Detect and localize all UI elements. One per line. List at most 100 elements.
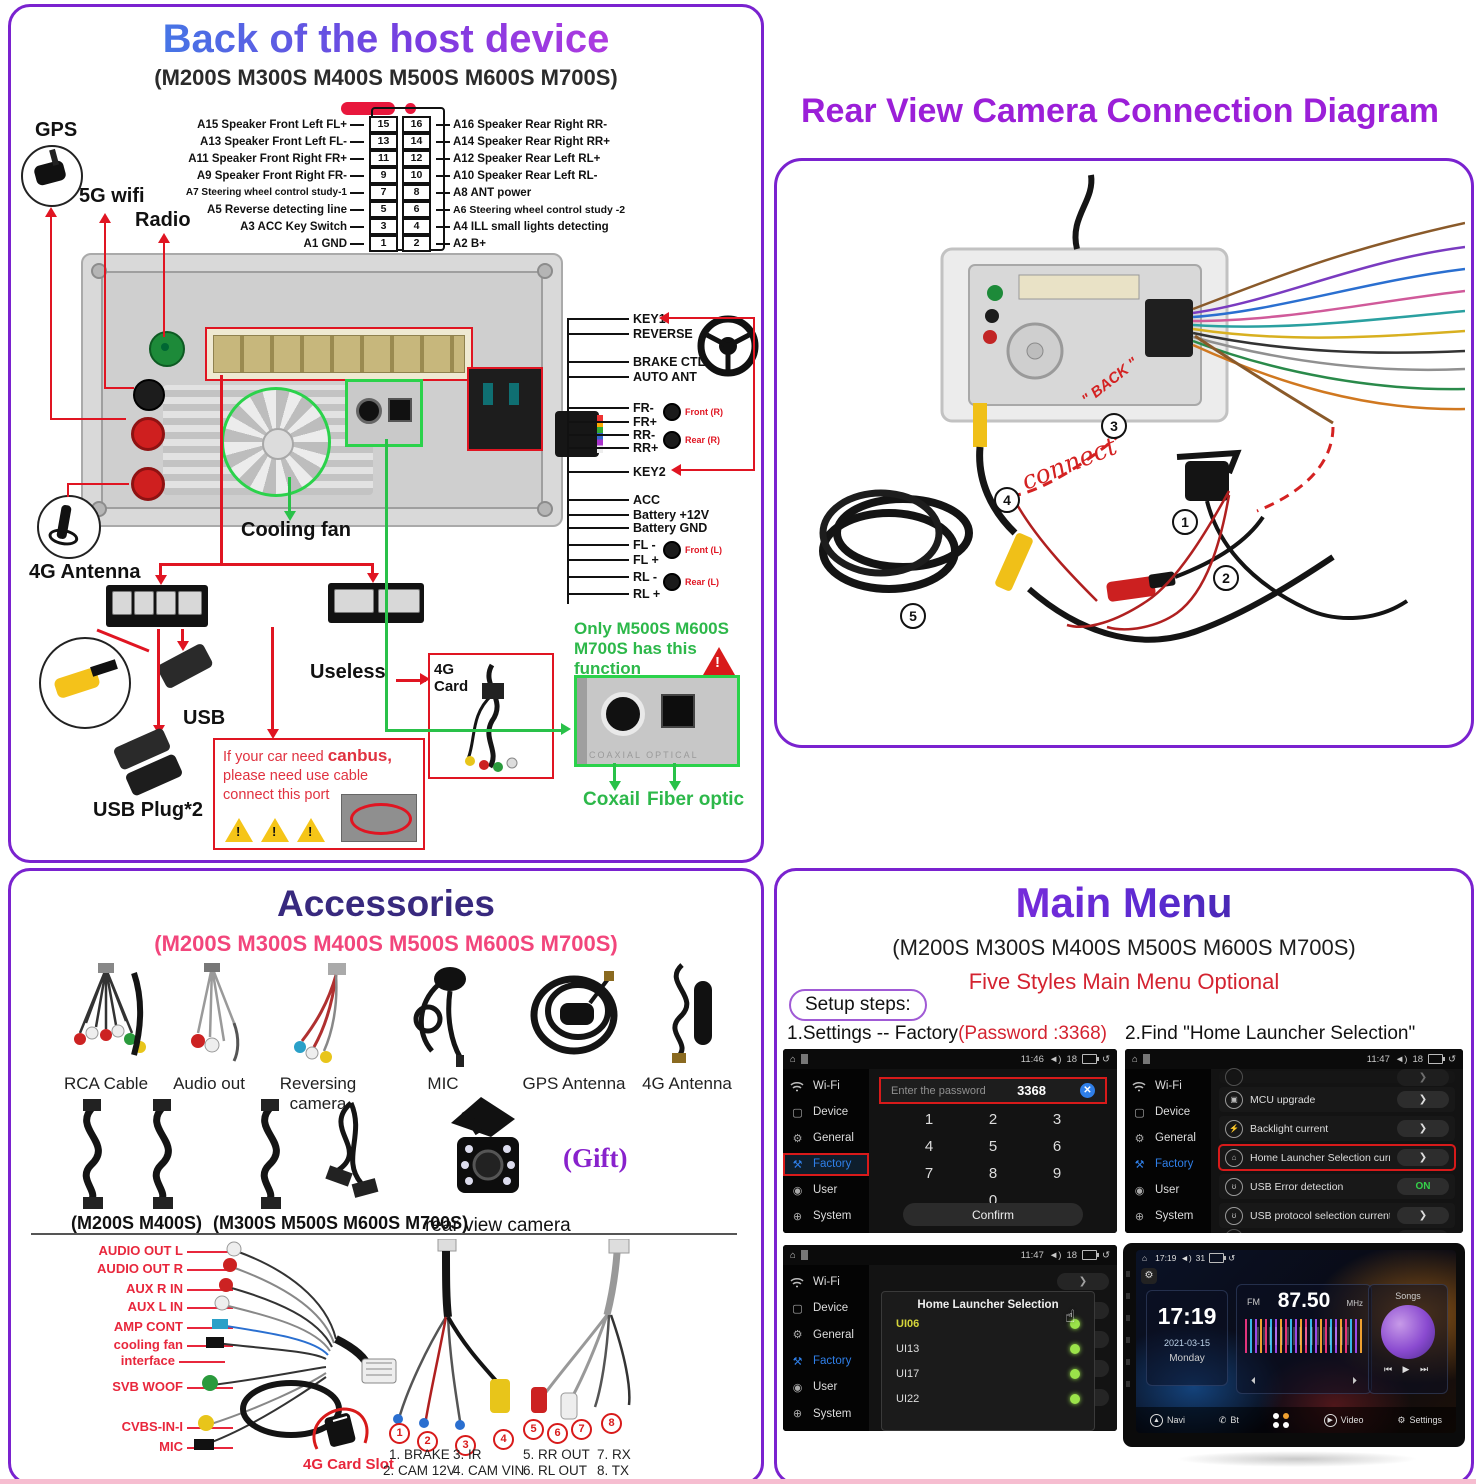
wifi-leader-line: [104, 387, 134, 389]
step1-caption: 1.Settings -- Factory(Password :3368): [787, 1023, 1107, 1045]
key-7[interactable]: 7: [924, 1165, 934, 1182]
playback-controls[interactable]: ⏮ ▶ ⏭: [1383, 1364, 1433, 1374]
sidebar-item-factory[interactable]: ⚒Factory: [783, 1350, 869, 1373]
4g-card-label-line2: Card: [434, 678, 469, 695]
sidebar-item-system[interactable]: ⊕System: [1125, 1205, 1211, 1228]
password-field[interactable]: Enter the password 3368 ✕: [879, 1077, 1107, 1104]
nav-apps[interactable]: [1272, 1412, 1290, 1428]
songs-widget[interactable]: Songs ⏮ ▶ ⏭: [1368, 1284, 1448, 1394]
tune-down-icon[interactable]: ⏴: [1251, 1376, 1256, 1387]
wire-row: FR-: [567, 401, 654, 415]
pin-right: A12 Speaker Rear Left RL+: [453, 152, 601, 165]
4g-card-label-line1: 4G: [434, 661, 455, 678]
sidebar-item-general[interactable]: ⚙General: [1125, 1127, 1211, 1150]
harness-arrow: [155, 575, 167, 585]
launcher-option-ui13[interactable]: UI13: [882, 1336, 1094, 1361]
sidebar-item-wifi[interactable]: Wi-Fi: [1125, 1075, 1211, 1098]
section-title: Back of the host device: [11, 17, 761, 62]
accessory-label: Reversing camera: [279, 1074, 357, 1113]
main-harness-socket-highlight: [205, 327, 473, 381]
radio-dot[interactable]: [1070, 1343, 1080, 1354]
gear-badge[interactable]: ⚙: [1141, 1268, 1157, 1284]
pin-left: A7 Steering wheel control study-1: [185, 187, 347, 198]
launcher-option-ui06[interactable]: UI06: [882, 1311, 1094, 1336]
sidebar-item-wifi[interactable]: Wi-Fi: [783, 1075, 869, 1098]
pin-left: A15 Speaker Front Left FL+: [197, 118, 347, 131]
wire-label: FL +: [633, 552, 659, 567]
sidebar-item-user[interactable]: ◉User: [1125, 1179, 1211, 1202]
section-rear-camera: " BACK " connect 3 4 1 2 5: [774, 158, 1474, 748]
item-icon: [1225, 1229, 1243, 1233]
key-6[interactable]: 6: [1052, 1138, 1062, 1155]
sidebar-item-general[interactable]: ⚙General: [783, 1127, 869, 1150]
nav-navi[interactable]: ▲Navi: [1150, 1413, 1185, 1427]
clear-icon[interactable]: ✕: [1080, 1083, 1095, 1098]
sidebar-item-user[interactable]: ◉User: [783, 1376, 869, 1399]
sidebar-item-device[interactable]: ▢Device: [1125, 1101, 1211, 1124]
key-4[interactable]: 4: [924, 1138, 934, 1155]
radio-widget[interactable]: FM 87.50 MHz ⏴ ⏵: [1236, 1284, 1372, 1394]
launcher-option-ui17[interactable]: UI17: [882, 1361, 1094, 1386]
sidebar-item-system[interactable]: ⊕System: [783, 1402, 869, 1425]
list-item-mcu-upgrade[interactable]: ▣MCU upgrade❯: [1219, 1087, 1455, 1112]
sidebar-item-factory[interactable]: ⚒Factory: [1125, 1153, 1211, 1176]
key-5[interactable]: 5: [988, 1138, 998, 1155]
pin-number: 2: [402, 235, 431, 252]
clock-widget[interactable]: 17:19 2021-03-15 Monday: [1146, 1290, 1228, 1386]
4g-antenna-paddle-icon: [672, 963, 712, 1063]
key-0[interactable]: 0: [988, 1192, 998, 1209]
sub-connector: [178, 591, 202, 615]
nav-video[interactable]: ▶Video: [1323, 1413, 1364, 1427]
pin-right: A10 Speaker Rear Left RL-: [453, 169, 598, 182]
sidebar-item-device[interactable]: ▢Device: [783, 1101, 869, 1124]
rear-view-camera-icon: [451, 1097, 519, 1193]
pin-number: 13: [369, 133, 398, 150]
key-8[interactable]: 8: [988, 1165, 998, 1182]
harness-route: [220, 375, 223, 565]
wire-dash: [350, 157, 364, 160]
key-3[interactable]: 3: [1052, 1111, 1062, 1128]
status-time: 11:47: [1020, 1249, 1044, 1261]
pin-right: A4 ILL small lights detecting: [453, 220, 609, 233]
chevron-pill: ❯: [1397, 1120, 1449, 1137]
chevron-icon: ❯: [1418, 1152, 1428, 1163]
list-item-home-launcher[interactable]: ⌂Home Launcher Selection current selecti…: [1218, 1144, 1456, 1171]
main-menu-title: Main Menu: [777, 879, 1471, 927]
sub-connector: [156, 591, 176, 615]
nav-bt[interactable]: ✆Bt: [1219, 1415, 1239, 1426]
bottom-accent-line: [0, 1479, 1476, 1484]
radio-dot[interactable]: [1070, 1318, 1080, 1329]
screenshot-launcher-popup: ⌂ 11:47 ◄)18 ↺ Wi-Fi ▢Device ⚙General ⚒F…: [783, 1245, 1117, 1431]
sidebar-item-factory[interactable]: ⚒Factory: [783, 1152, 869, 1176]
radio-dot[interactable]: [1070, 1393, 1080, 1404]
nav-label: Bt: [1230, 1415, 1239, 1425]
speaker-tag: Front (R): [663, 403, 723, 421]
back-icon: ↺: [1448, 1053, 1456, 1065]
key-2[interactable]: 2: [988, 1111, 998, 1128]
radio-dot[interactable]: [1070, 1368, 1080, 1379]
confirm-button[interactable]: Confirm: [903, 1203, 1083, 1226]
sidebar-item-device[interactable]: ▢Device: [783, 1297, 869, 1320]
pin-left: A11 Speaker Front Right FR+: [188, 152, 347, 165]
nav-settings[interactable]: ⚙Settings: [1397, 1415, 1442, 1426]
sidebar-item-system[interactable]: ⊕System: [783, 1205, 869, 1228]
system-icon: ⊕: [1134, 1210, 1145, 1223]
sidebar-item-wifi[interactable]: Wi-Fi: [783, 1271, 869, 1294]
key-1[interactable]: 1: [924, 1111, 934, 1128]
section-subtitle: (M200S M300S M400S M500S M600S M700S): [154, 65, 618, 90]
wire-label: KEY2: [633, 464, 666, 479]
key-9[interactable]: 9: [1052, 1165, 1062, 1182]
wire-dash: [436, 140, 450, 143]
tune-up-icon[interactable]: ⏵: [1352, 1376, 1357, 1387]
settings-sidebar: Wi-Fi ▢Device ⚙General ⚒Factory ◉User ⊕S…: [783, 1069, 869, 1233]
sidebar-item-general[interactable]: ⚙General: [783, 1323, 869, 1346]
wire-label: RR+: [633, 440, 659, 455]
sidebar-item-user[interactable]: ◉User: [783, 1179, 869, 1202]
list-item-backlight[interactable]: ⚡Backlight current❯: [1219, 1116, 1455, 1141]
status-time: 11:47: [1366, 1053, 1390, 1065]
launcher-option-ui22[interactable]: UI22: [882, 1386, 1094, 1411]
4g-leader: [67, 483, 129, 485]
